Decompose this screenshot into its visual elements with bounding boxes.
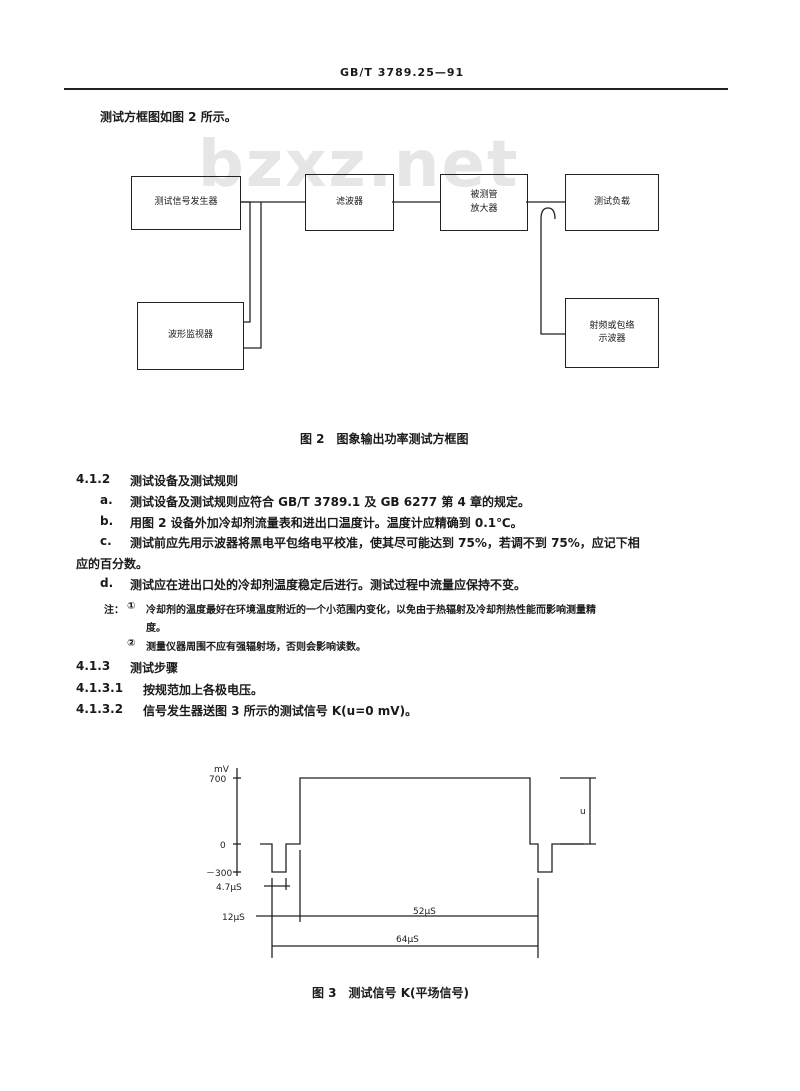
header-rule xyxy=(64,88,728,90)
waveform-monitor-box: 波形监视器 xyxy=(137,302,244,370)
waveform-monitor-label: 波形监视器 xyxy=(167,330,213,341)
test-signal-waveform: mV 700 0 －300 u 4.7μS 12μS 52μS 64μS xyxy=(206,765,596,958)
tube-label-line1: 被测管 xyxy=(470,190,498,200)
probe-line xyxy=(540,207,556,220)
figure-2-caption: 图 2 图象输出功率测试方框图 xyxy=(300,432,469,446)
test-load-box: 测试负载 xyxy=(565,174,659,231)
item-d-label: d. xyxy=(100,576,114,590)
rf-label-line2: 示波器 xyxy=(598,334,626,344)
intro-text: 测试方框图如图 2 所示。 xyxy=(100,110,237,124)
item-c-label: c. xyxy=(100,534,112,548)
generator-to-filter-line xyxy=(243,202,262,349)
section-4-1-3-2-text: 信号发生器送图 3 所示的测试信号 K(u=0 mV)。 xyxy=(143,704,418,718)
y-unit-label: mV xyxy=(214,765,230,775)
time-52us-label: 52μS xyxy=(413,907,436,917)
generator-to-monitor-line xyxy=(240,201,251,323)
note-1-mark: ① xyxy=(127,601,136,612)
note-1-text-1: 冷却剂的温度最好在环境温度附近的一个小范围内变化，以免由于热辐射及冷却剂热性能而… xyxy=(146,605,596,616)
tube-label-line2: 放大器 xyxy=(470,203,498,214)
item-a-label: a. xyxy=(100,493,113,507)
rf-oscilloscope-label: 射频或包络 示波器 xyxy=(589,320,634,347)
item-c-text-1: 测试前应先用示波器将黑电平包络电平校准，使其尽可能达到 75%，若调不到 75%… xyxy=(130,536,640,550)
u-label: u xyxy=(580,807,586,817)
diagram-connectors xyxy=(240,201,565,349)
note-prefix: 注： xyxy=(104,605,124,616)
section-4-1-2-number: 4.1.2 xyxy=(76,472,111,486)
probe-to-scope-line xyxy=(540,219,565,335)
section-4-1-3-1-number: 4.1.3.1 xyxy=(76,681,124,695)
y-700-label: 700 xyxy=(209,775,226,785)
note-2-text: 测量仪器周围不应有强辐射场，否则会影响读数。 xyxy=(146,642,366,653)
item-a-text: 测试设备及测试规则应符合 GB/T 3789.1 及 GB 6277 第 4 章… xyxy=(130,495,531,509)
note-2-mark: ② xyxy=(127,638,136,649)
item-b-label: b. xyxy=(100,514,114,528)
rf-label-line1: 射频或包络 xyxy=(589,320,635,331)
item-c-text-2: 应的百分数。 xyxy=(76,557,149,571)
signal-generator-box: 测试信号发生器 xyxy=(131,176,241,230)
y-0-label: 0 xyxy=(220,841,226,851)
standard-code-header: GB/T 3789.25—91 xyxy=(340,66,465,79)
rf-oscilloscope-box: 射频或包络 示波器 xyxy=(565,298,659,368)
figure-3-caption: 图 3 测试信号 K(平场信号) xyxy=(312,986,469,1000)
tube-under-test-label: 被测管 放大器 xyxy=(470,189,497,216)
y-minus-300-label: －300 xyxy=(206,869,232,879)
section-4-1-3-2-number: 4.1.3.2 xyxy=(76,702,124,716)
item-b-text: 用图 2 设备外加冷却剂流量表和进出口温度计。温度计应精确到 0.1℃。 xyxy=(130,516,523,530)
time-64us-label: 64μS xyxy=(396,935,419,945)
section-4-1-2-title: 测试设备及测试规则 xyxy=(130,474,239,488)
time-12us-label: 12μS xyxy=(222,913,245,923)
signal-generator-label: 测试信号发生器 xyxy=(154,197,218,208)
filter-label: 滤波器 xyxy=(335,196,363,207)
section-4-1-3-number: 4.1.3 xyxy=(76,659,111,673)
section-4-1-3-1-text: 按规范加上各极电压。 xyxy=(143,683,264,697)
section-4-1-3-title: 测试步骤 xyxy=(130,661,179,675)
note-1-text-2: 度。 xyxy=(146,623,166,634)
watermark: bzxz.net xyxy=(198,128,520,202)
test-load-label: 测试负载 xyxy=(593,196,630,207)
time-4-7us-label: 4.7μS xyxy=(216,883,242,893)
item-d-text: 测试应在进出口处的冷却剂温度稳定后进行。测试过程中流量应保持不变。 xyxy=(130,578,527,592)
signal-trace xyxy=(260,777,584,873)
